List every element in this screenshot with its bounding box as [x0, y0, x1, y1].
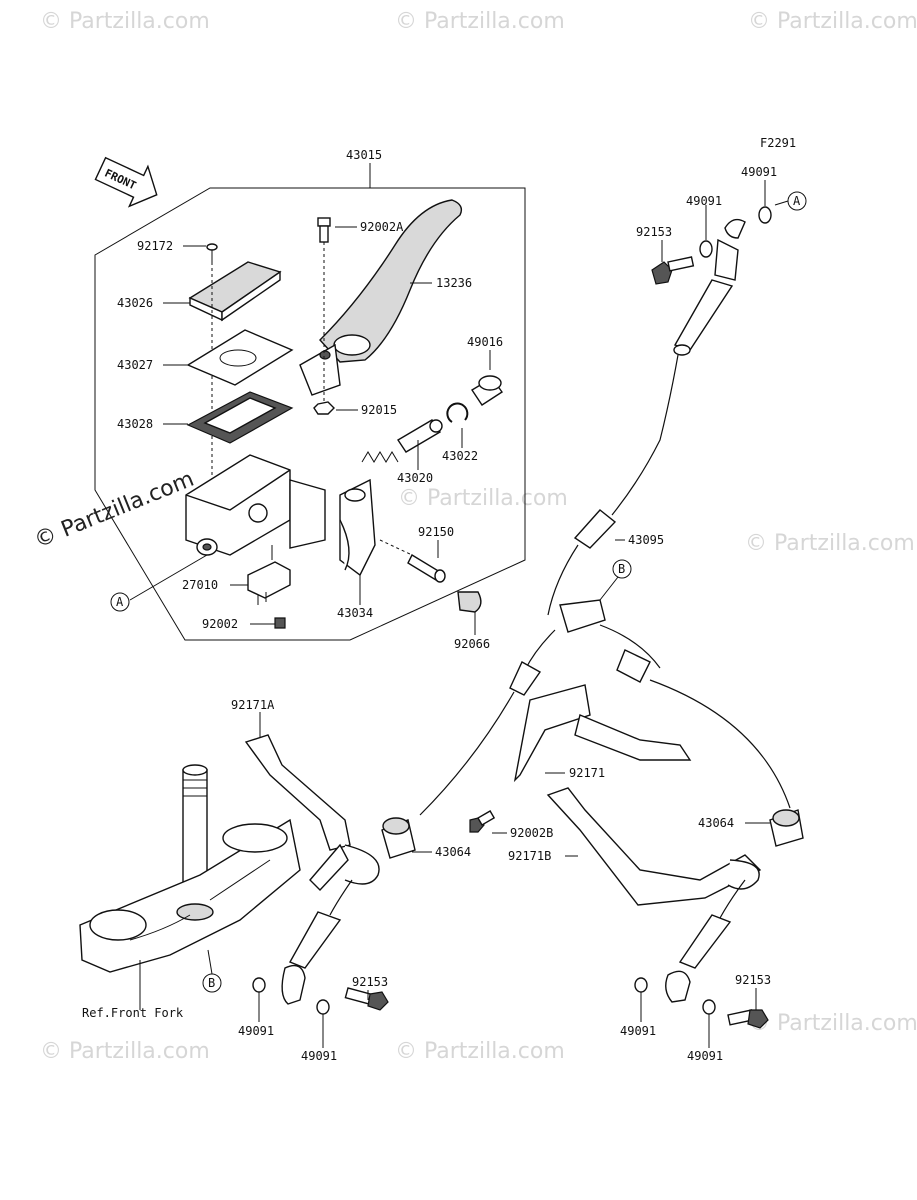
bracket-92171a [244, 734, 380, 892]
watermark: © Partzilla.com [398, 486, 568, 511]
part-label: 92002B [510, 826, 553, 840]
part-label: 49091 [620, 1024, 656, 1038]
washer [699, 240, 713, 258]
watermark: © Partzilla.com [395, 1039, 565, 1064]
switch-screw [274, 617, 286, 629]
part-label: 49091 [687, 1049, 723, 1063]
watermark: © Partzilla.com [395, 9, 565, 34]
cap [457, 591, 482, 613]
master-cylinder-body [185, 454, 326, 556]
diaphragm-plate [186, 329, 294, 386]
piston-spring [361, 419, 443, 463]
watermark: © Partzilla.com [748, 9, 917, 34]
lower-left-banjo [281, 879, 353, 1005]
part-label: 43026 [117, 296, 153, 310]
part-label: 43064 [698, 816, 734, 830]
part-label: 92172 [137, 239, 173, 253]
part-label: 92171 [569, 766, 605, 780]
part-label: 43022 [442, 449, 478, 463]
part-labels: 43015 92172 92002A 13236 43026 43027 490… [117, 148, 777, 1063]
part-label: 49091 [301, 1049, 337, 1063]
upper-hose [573, 218, 746, 549]
banjo-bolt [344, 987, 389, 1011]
banjo-bolt [727, 1009, 769, 1029]
part-label: 92153 [735, 973, 771, 987]
grommet-left [381, 817, 416, 859]
bracket-92171 [513, 684, 692, 783]
bracket-92171b [546, 787, 762, 906]
part-label: 92171B [508, 849, 551, 863]
front-fork-stem [79, 764, 301, 973]
callout-a-label: A [116, 595, 124, 609]
grommet-right [769, 809, 804, 847]
circlip [446, 402, 469, 423]
part-label: 49091 [741, 165, 777, 179]
washer [758, 206, 772, 224]
callout-b-label: B [618, 562, 625, 576]
diaphragm [186, 391, 294, 444]
part-label: 92002A [360, 220, 404, 234]
banjo-bolt [651, 256, 695, 285]
watermark: © Partzilla.com [40, 9, 210, 34]
lower-right-banjo [665, 879, 746, 1003]
part-label: 92002 [202, 617, 238, 631]
washer [702, 999, 716, 1015]
part-label: 92015 [361, 403, 397, 417]
watermark: © Partzilla.com [40, 1039, 210, 1064]
clamp-holder [339, 478, 376, 577]
callout-b [612, 559, 632, 579]
part-label: 49091 [686, 194, 722, 208]
watermark: © Partzilla.com [745, 531, 915, 556]
part-label: 92153 [636, 225, 672, 239]
brake-lever [299, 199, 463, 396]
lever-nut [313, 401, 335, 415]
callout-a [110, 592, 130, 612]
callout-a-label: A [793, 194, 801, 208]
pivot-bolt [317, 217, 331, 243]
callout-b-label: B [208, 976, 215, 990]
bolt-92002b [469, 810, 496, 833]
washer [252, 977, 266, 993]
brake-switch [247, 561, 291, 605]
front-arrow-icon: FRONT [94, 156, 158, 208]
part-label: 49016 [467, 335, 503, 349]
part-label: 27010 [182, 578, 218, 592]
ref-front-fork-label: Ref.Front Fork [82, 1006, 184, 1020]
part-label: 43027 [117, 358, 153, 372]
part-label: 43034 [337, 606, 373, 620]
watermark-main: © Partzilla.com [31, 467, 198, 554]
part-label: 43020 [397, 471, 433, 485]
part-label: 43064 [435, 845, 471, 859]
part-label: 43015 [346, 148, 382, 162]
washer [634, 977, 648, 993]
part-label: 92150 [418, 525, 454, 539]
reservoir-cover [188, 261, 282, 322]
washer [316, 999, 330, 1015]
lower-hoses [419, 544, 791, 816]
part-label: 92066 [454, 637, 490, 651]
dust-boot [471, 375, 503, 406]
watermark: © Partzilla.com [748, 1011, 917, 1036]
figure-code: F2291 [760, 136, 796, 150]
assembly-outline [94, 187, 526, 641]
part-label: 43095 [628, 533, 664, 547]
clamp-bolt [407, 554, 446, 583]
screw-92172 [206, 243, 218, 262]
leader-lines [163, 180, 770, 1048]
part-label: 92171A [231, 698, 275, 712]
part-label: 13236 [436, 276, 472, 290]
part-label: 49091 [238, 1024, 274, 1038]
part-label: 43028 [117, 417, 153, 431]
part-label: 92153 [352, 975, 388, 989]
